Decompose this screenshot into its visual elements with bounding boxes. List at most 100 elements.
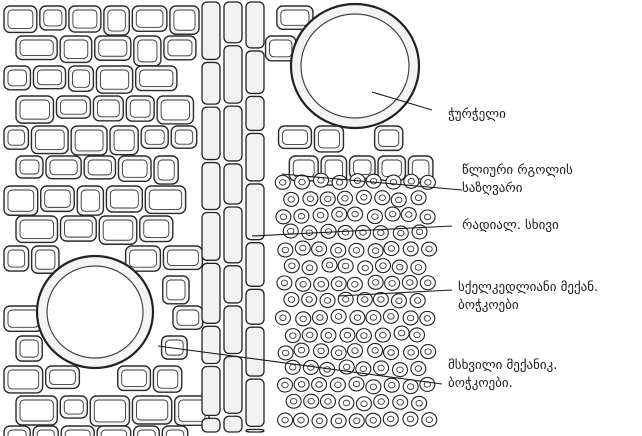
vessel-lower-left — [37, 256, 153, 368]
fiber-cell-lumen — [108, 10, 125, 31]
ray-cell — [224, 357, 242, 414]
ray-cell — [224, 416, 242, 432]
small-fiber-lumen — [414, 298, 420, 304]
ray-cell — [202, 367, 220, 416]
fiber-cell-lumen — [50, 160, 77, 175]
fiber-cell-lumen — [8, 370, 39, 389]
small-fiber-lumen — [416, 229, 422, 235]
ray-cell — [246, 96, 264, 130]
fiber-cell-lumen — [138, 430, 156, 436]
fiber-cell-lumen — [145, 130, 164, 144]
fiber-cell-lumen — [138, 40, 157, 62]
ray-cell — [202, 163, 220, 210]
fiber-cell-lumen — [37, 70, 61, 85]
ray-cell — [246, 243, 264, 287]
small-fiber-lumen — [324, 298, 330, 304]
small-fiber-lumen — [361, 194, 367, 200]
small-fiber-lumen — [378, 230, 384, 236]
small-fiber-lumen — [408, 246, 414, 252]
small-fiber-lumen — [281, 280, 287, 286]
small-fiber-lumen — [335, 314, 341, 320]
fiber-cell-lumen — [179, 400, 205, 421]
small-fiber-lumen — [288, 197, 294, 203]
small-fiber-lumen — [343, 297, 349, 303]
fiber-cell-lumen — [136, 400, 167, 420]
small-fiber-lumen — [342, 230, 348, 236]
fiber-cell-lumen — [8, 250, 25, 267]
fiber-cell-lumen — [94, 400, 125, 422]
small-fiber-lumen — [300, 316, 306, 322]
small-fiber-lumen — [378, 365, 384, 371]
fiber-cell-lumen — [100, 70, 128, 89]
small-fiber-lumen — [354, 315, 360, 321]
small-fiber-lumen — [370, 178, 376, 184]
label-wide-fibers-line1: მსხვილი მექანიკ. — [448, 358, 557, 374]
ray-cell — [246, 289, 264, 324]
small-fiber-lumen — [389, 281, 395, 287]
small-fiber-lumen — [280, 214, 286, 220]
fiber-cell-lumen — [166, 430, 183, 436]
small-fiber-lumen — [335, 247, 341, 253]
small-fiber-lumen — [354, 418, 360, 424]
fiber-cell-lumen — [8, 10, 33, 28]
fiber-cell-lumen — [20, 220, 54, 238]
fiber-cell-lumen — [157, 370, 177, 388]
ray-cell — [246, 327, 264, 376]
ray-cell — [246, 133, 264, 181]
small-fiber-lumen — [316, 246, 322, 252]
small-fiber-lumen — [318, 281, 324, 287]
fiber-cell-lumen — [158, 160, 174, 180]
small-fiber-lumen — [388, 416, 394, 422]
small-fiber-lumen — [372, 248, 378, 254]
small-fiber-lumen — [298, 417, 304, 423]
fiber-cell-lumen — [64, 400, 83, 414]
small-fiber-lumen — [397, 367, 403, 373]
fiber-cell-lumen — [167, 250, 198, 265]
small-fiber-lumen — [380, 263, 386, 269]
vessel-upper-right — [291, 4, 419, 128]
small-fiber-lumen — [335, 382, 341, 388]
fiber-cell-lumen — [8, 130, 24, 145]
fiber-cell-lumen — [44, 10, 62, 26]
small-fiber-lumen — [288, 228, 294, 234]
small-fiber-lumen — [407, 280, 413, 286]
small-fiber-lumen — [370, 417, 376, 423]
ray-cell — [246, 184, 264, 240]
small-fiber-lumen — [361, 333, 367, 339]
small-fiber-lumen — [308, 365, 314, 371]
fiber-cell-lumen — [136, 10, 163, 27]
small-fiber-lumen — [326, 262, 332, 268]
fiber-cell-lumen — [20, 400, 53, 421]
small-fiber-lumen — [300, 245, 306, 251]
small-fiber-lumen — [415, 366, 421, 372]
label-radial-ray: რადიალ. სხივი — [462, 218, 559, 234]
small-fiber-lumen — [290, 364, 296, 370]
ray-cell — [224, 266, 242, 303]
fiber-cell-lumen — [8, 70, 26, 86]
small-fiber-lumen — [396, 298, 402, 304]
small-fiber-lumen — [361, 401, 367, 407]
label-vessel: ჭურჭელი — [448, 107, 506, 123]
fiber-cell-lumen — [35, 130, 64, 150]
small-fiber-lumen — [290, 398, 296, 404]
small-fiber-lumen — [388, 350, 394, 356]
fiber-cell-lumen — [114, 130, 134, 151]
small-fiber-lumen — [282, 247, 288, 253]
small-fiber-lumen — [342, 196, 348, 202]
fiber-cell-lumen — [354, 160, 371, 175]
small-fiber-lumen — [316, 382, 322, 388]
ray-cell — [202, 418, 220, 432]
small-fiber-lumen — [317, 212, 323, 218]
small-fiber-lumen — [414, 332, 420, 338]
ray-cell — [202, 326, 220, 363]
small-fiber-lumen — [378, 297, 384, 303]
small-fiber-lumen — [298, 347, 304, 353]
fiber-cell-lumen — [177, 310, 199, 325]
fiber-cell-lumen — [36, 250, 55, 269]
small-fiber-lumen — [317, 315, 323, 321]
small-fiber-lumen — [378, 399, 384, 405]
fiber-cell-lumen — [270, 40, 292, 57]
ray-cell — [202, 62, 220, 104]
label-thick-fibers-line1: სქელკედლიანი მექან. — [458, 280, 598, 296]
fiber-cell-lumen — [168, 40, 192, 56]
